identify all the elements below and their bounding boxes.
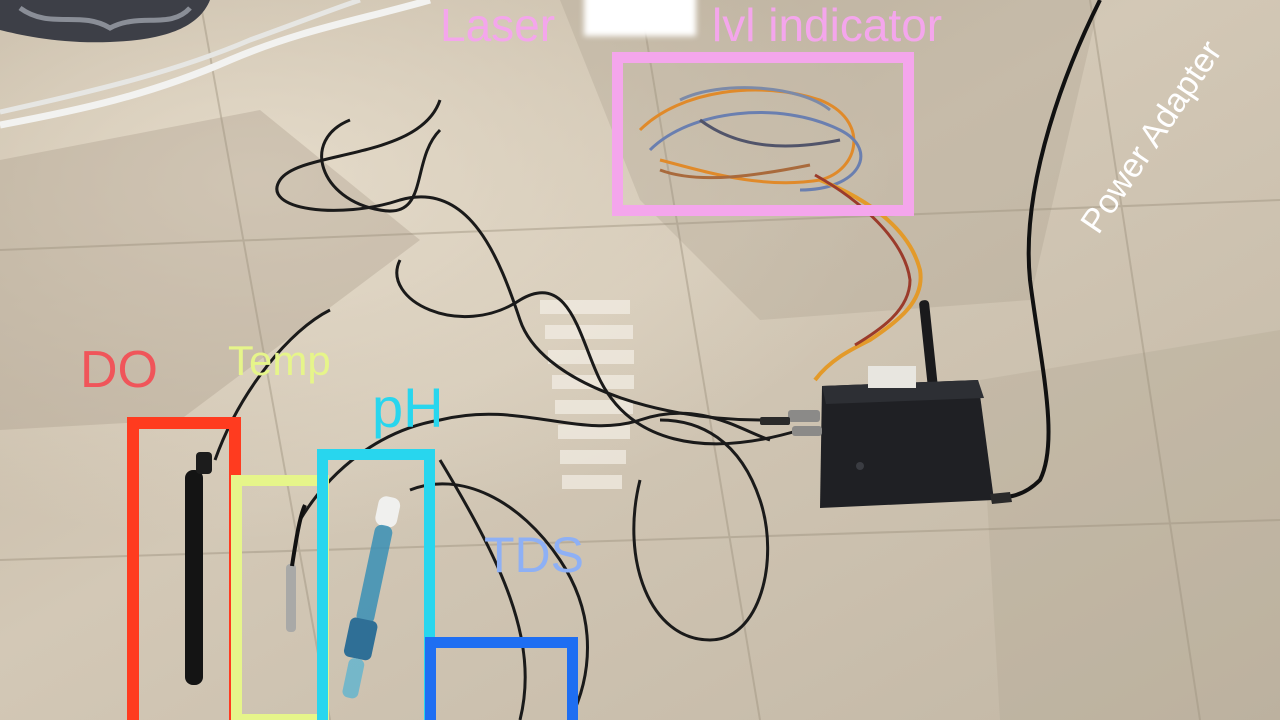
controller-enclosure bbox=[820, 300, 1012, 508]
level-indicator-label: lvl indicator bbox=[712, 0, 943, 51]
temp-probe bbox=[286, 564, 296, 632]
do-probe bbox=[185, 470, 203, 685]
do-sensor-box bbox=[127, 417, 241, 720]
ph-sensor-box bbox=[317, 449, 435, 720]
tds-sensor-box bbox=[425, 637, 578, 720]
tds-label: TDS bbox=[484, 527, 584, 583]
fabric bbox=[0, 0, 210, 43]
do-label: DO bbox=[80, 341, 158, 399]
temp-sensor-box bbox=[231, 475, 329, 720]
laser-level-indicator-box bbox=[612, 52, 914, 216]
temp-label: Temp bbox=[228, 337, 331, 384]
ph-label: pH bbox=[372, 376, 444, 439]
label-occlusion bbox=[584, 0, 696, 36]
laser-label: Laser bbox=[440, 0, 556, 51]
ph-probe bbox=[342, 496, 401, 699]
